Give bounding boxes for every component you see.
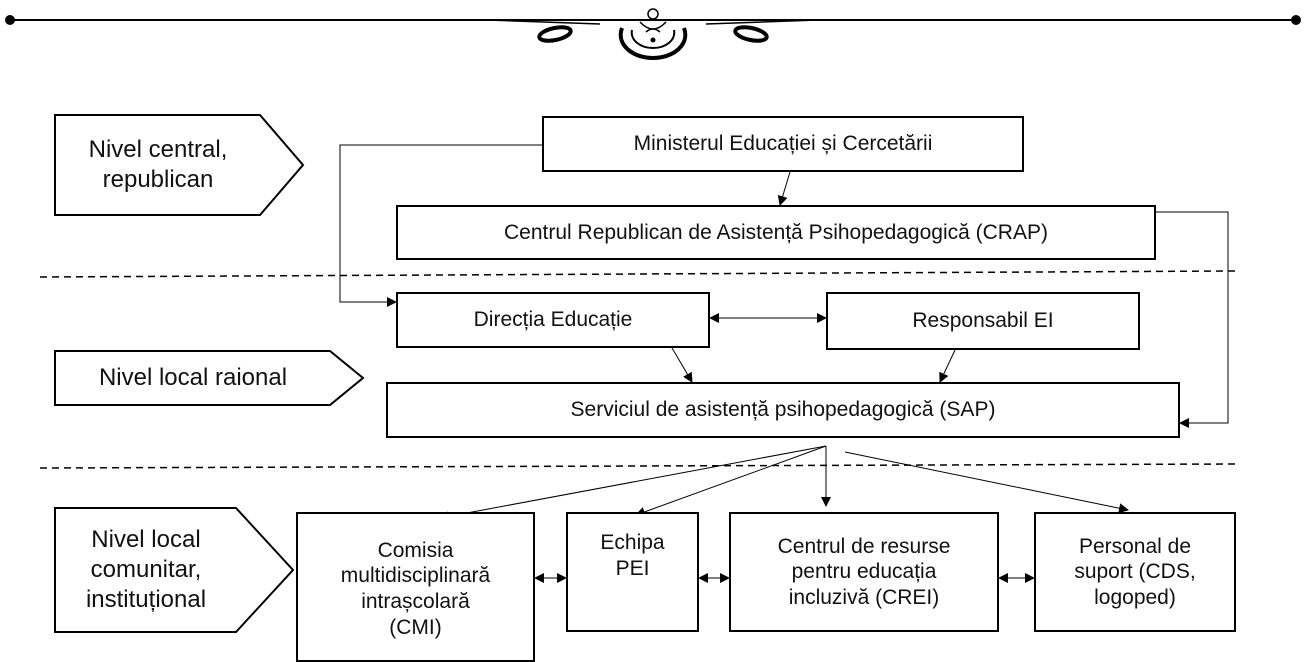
arrow-sap-cmi <box>439 445 827 522</box>
box-sap: Serviciul de asistență psihopedagogică (… <box>386 382 1180 438</box>
box-crei: Centrul de resurse pentru educația inclu… <box>729 512 999 632</box>
arrow-minister-crap <box>777 171 791 206</box>
box-suport: Personal de suport (CDS, logoped) <box>1034 512 1236 632</box>
ornament-divider <box>5 8 1301 61</box>
level-shape-raional <box>54 350 365 406</box>
level-label-central: Nivel central, republican <box>88 136 228 193</box>
level-divider <box>39 463 1236 469</box>
box-responsabil: Responsabil EI <box>826 292 1140 350</box>
box-cmi: Comisia multidisciplinară intrașcolară (… <box>296 512 535 662</box>
level-shape-central <box>54 114 305 216</box>
arrow-sap-pei <box>635 445 827 517</box>
box-directia: Direcția Educație <box>396 292 710 348</box>
level-label-raional: Nivel local raional <box>98 364 288 391</box>
arrow-responsabil-sap <box>939 349 956 383</box>
arrow-crap-sap <box>1155 211 1229 428</box>
level-shape-comunitar <box>54 507 295 633</box>
arrow-directia-sap <box>671 347 693 383</box>
level-divider <box>39 270 1236 278</box>
box-pei: Echipa PEI <box>566 512 699 632</box>
arrow-sap-suport <box>844 451 1129 514</box>
level-label-comunitar: Nivel local comunitar, instituțional <box>85 526 207 613</box>
box-minister: Ministerul Educației și Cercetării <box>542 116 1024 172</box>
box-crap: Centrul Republican de Asistență Psihoped… <box>396 205 1156 260</box>
arrow-minister-directia <box>339 144 542 307</box>
